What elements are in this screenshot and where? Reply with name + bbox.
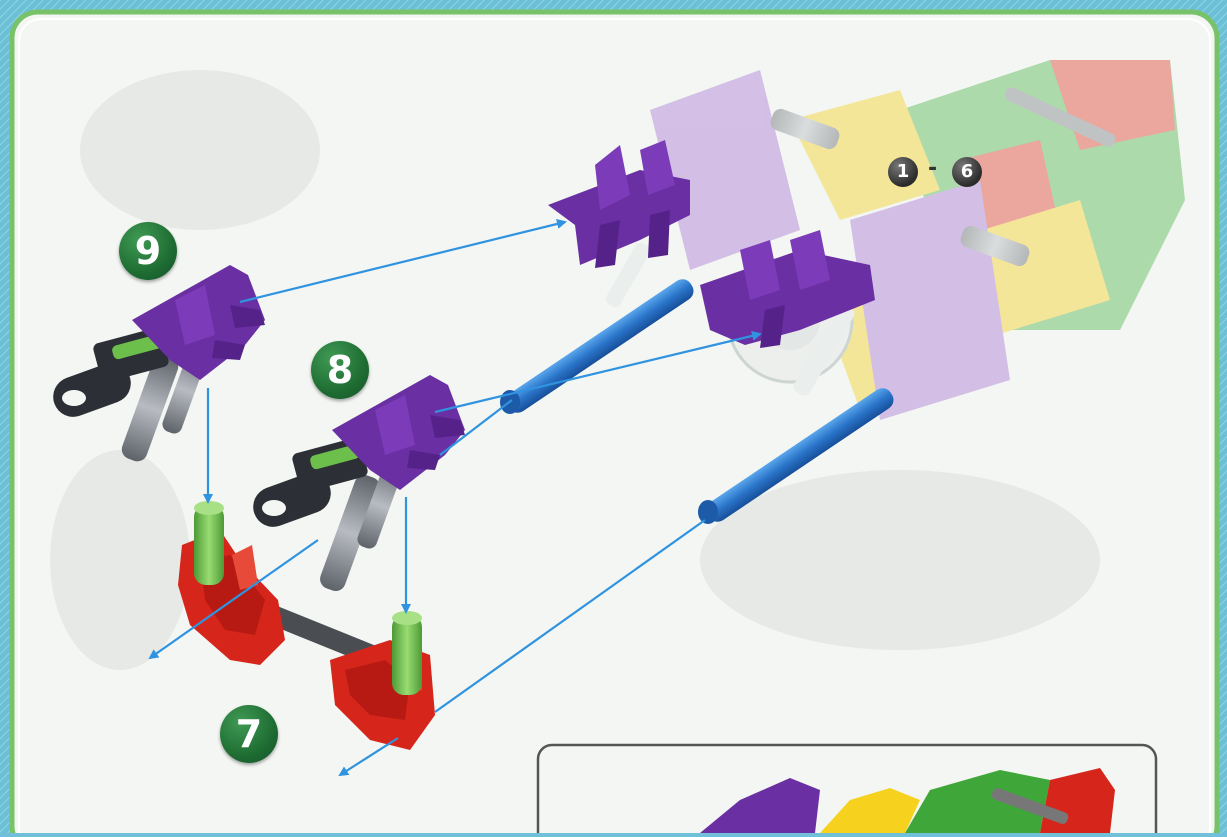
- step-7-badge: 7: [220, 705, 278, 763]
- reference-separator: -: [928, 156, 937, 181]
- green-clip-icon: [194, 501, 224, 585]
- reference-from-badge: 1: [888, 157, 918, 187]
- inset-preview: [538, 745, 1156, 833]
- green-clip-icon: [392, 611, 422, 695]
- reference-to-badge: 6: [952, 157, 982, 187]
- step-8-badge: 8: [311, 341, 369, 399]
- step-9-badge: 9: [119, 222, 177, 280]
